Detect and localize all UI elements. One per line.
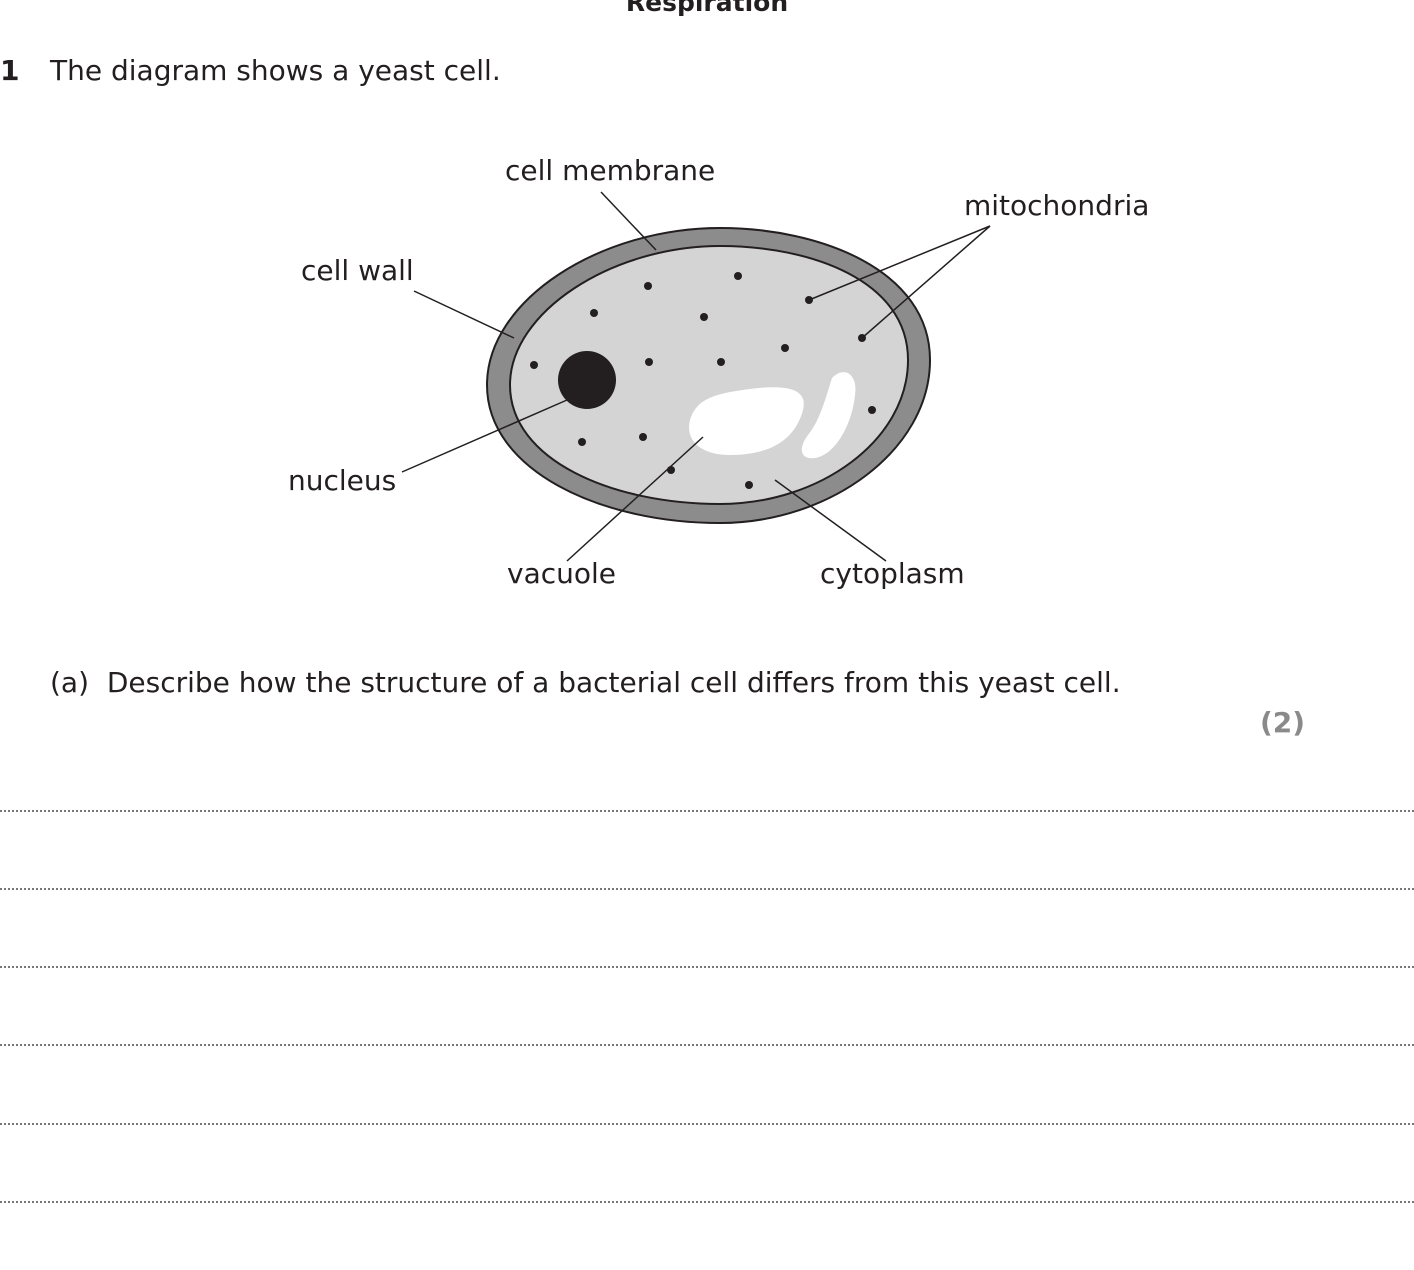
answer-line[interactable] xyxy=(0,1201,1414,1203)
answer-line[interactable] xyxy=(0,888,1414,890)
part-a-text: Describe how the structure of a bacteria… xyxy=(106,666,1121,699)
label-cytoplasm: cytoplasm xyxy=(820,557,965,590)
marks: (2) xyxy=(1260,706,1306,739)
question-number: 1 xyxy=(0,54,20,87)
section-title: Respiration xyxy=(625,0,789,17)
label-mitochondria: mitochondria xyxy=(964,189,1150,222)
part-a-label: (a) xyxy=(50,666,90,699)
label-nucleus: nucleus xyxy=(288,464,397,497)
answer-line[interactable] xyxy=(0,1123,1414,1125)
nucleus xyxy=(558,351,616,409)
question-text: The diagram shows a yeast cell. xyxy=(50,54,501,87)
answer-line[interactable] xyxy=(0,810,1414,812)
leader-lines xyxy=(401,191,991,562)
label-cell-membrane: cell membrane xyxy=(505,154,716,187)
label-cell-wall: cell wall xyxy=(301,254,414,287)
vacuole xyxy=(689,387,804,455)
answer-line[interactable] xyxy=(0,1044,1414,1046)
vacuole-small xyxy=(801,372,856,459)
answer-line[interactable] xyxy=(0,966,1414,968)
label-vacuole: vacuole xyxy=(507,557,617,590)
part-a-question: (a) Describe how the structure of a bact… xyxy=(50,666,1121,699)
